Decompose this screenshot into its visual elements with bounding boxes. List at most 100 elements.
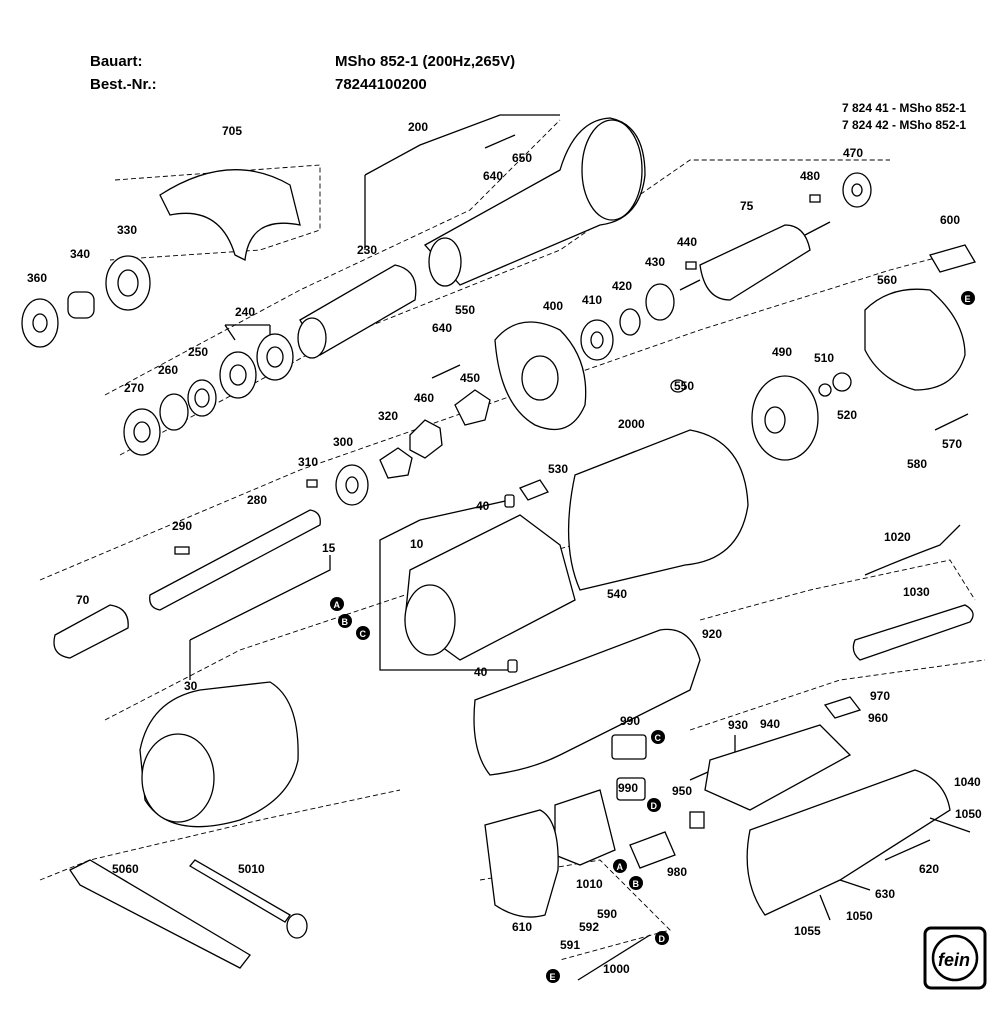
shaft-280 (149, 509, 321, 611)
part-label: 705 (222, 124, 242, 138)
part-label: 420 (612, 279, 632, 293)
part-label: 490 (772, 345, 792, 359)
block-990a (611, 734, 647, 760)
key-480 (809, 194, 821, 203)
part-label: 290 (172, 519, 192, 533)
part-label: 460 (414, 391, 434, 405)
coupling-450 (454, 389, 491, 426)
part-label: 410 (582, 293, 602, 307)
part-label: 591 (560, 938, 580, 952)
clamp-960 (823, 696, 862, 719)
part-label: 600 (940, 213, 960, 227)
part-label: 950 (672, 784, 692, 798)
svg-text:E: E (550, 972, 556, 982)
cover-2000 (567, 429, 749, 591)
part-label: 550 (674, 379, 694, 393)
screw-620 (884, 839, 931, 861)
bestnr-label: Best.-Nr.: (90, 76, 157, 93)
pad-530 (519, 479, 549, 501)
part-label: 590 (597, 907, 617, 921)
svg-text:D: D (659, 934, 666, 944)
marker-b: B (629, 876, 643, 890)
part-label: 930 (728, 718, 748, 732)
marker-c: C (651, 730, 665, 744)
part-label: 620 (919, 862, 939, 876)
part-label: 592 (579, 920, 599, 934)
plate-610 (484, 809, 559, 918)
part-label: 580 (907, 457, 927, 471)
part-label: 240 (235, 305, 255, 319)
part-label: 990 (620, 714, 640, 728)
nut-430 (645, 283, 675, 321)
part-label: 30 (184, 679, 198, 693)
part-label: 440 (677, 235, 697, 249)
screw-640b (431, 364, 461, 379)
part-label: 400 (543, 299, 563, 313)
bauart-label: Bauart: (90, 53, 143, 70)
marker-d: D (655, 931, 669, 945)
screw-570 (934, 413, 969, 431)
part-label: 250 (188, 345, 208, 359)
part-label: 75 (740, 199, 754, 213)
pad-40a (504, 494, 515, 508)
part-label: 430 (645, 255, 665, 269)
svg-text:C: C (655, 733, 662, 743)
svg-text:B: B (633, 879, 640, 889)
part-label: 5060 (112, 862, 139, 876)
part-label: 360 (27, 271, 47, 285)
armature-75 (699, 224, 811, 301)
screw-1050a (929, 817, 971, 833)
part-label: 530 (548, 462, 568, 476)
screw-550 (670, 379, 686, 393)
bauart-value: MSho 852-1 (200Hz,265V) (335, 53, 516, 70)
screw-630 (839, 879, 871, 891)
marker-e: E (961, 291, 975, 305)
part-label: 640 (432, 321, 452, 335)
plate-1010 (554, 789, 616, 866)
part-label: 970 (870, 689, 890, 703)
part-label: 280 (247, 493, 267, 507)
rod-1000 (577, 934, 651, 981)
screw-640a (484, 134, 516, 149)
part-label: 1020 (884, 530, 911, 544)
marker-b: B (338, 614, 352, 628)
model-list: 7 824 41 - MSho 852-1 7 824 42 - MSho 85… (842, 100, 966, 134)
part-label: 510 (814, 351, 834, 365)
fan-housing-560 (864, 288, 966, 391)
part-label: 2000 (618, 417, 645, 431)
fein-logo-icon: fein (923, 926, 987, 990)
washer-420 (619, 308, 641, 336)
switch-930 (704, 724, 852, 811)
part-label: 550 (455, 303, 475, 317)
part-label: 1050 (846, 909, 873, 923)
part-label: 300 (333, 435, 353, 449)
sleeve-340 (67, 291, 95, 319)
svg-text:A: A (617, 862, 624, 872)
model-line: 7 824 41 - MSho 852-1 (842, 101, 967, 115)
part-label: 310 (298, 455, 318, 469)
part-label: 610 (512, 920, 532, 934)
part-label: 940 (760, 717, 780, 731)
svg-text:E: E (965, 294, 971, 304)
part-label: 270 (124, 381, 144, 395)
part-label: 480 (800, 169, 820, 183)
part-label: 650 (512, 151, 532, 165)
part-label: 1050 (955, 807, 982, 821)
part-label: 520 (837, 408, 857, 422)
spindle-70 (53, 604, 129, 659)
marker-a: A (613, 859, 627, 873)
sleeve-1030 (852, 604, 974, 661)
part-label: 450 (460, 371, 480, 385)
handle-920 (473, 628, 701, 776)
part-label: 15 (322, 541, 336, 555)
part-label: 470 (843, 146, 863, 160)
cover-705 (159, 169, 301, 261)
key-310 (306, 479, 318, 488)
marker-c: C (356, 626, 370, 640)
svg-text:C: C (360, 629, 367, 639)
part-shapes (21, 117, 976, 981)
pin-5010 (189, 859, 291, 923)
bearing-260 (159, 393, 189, 431)
connection-markers: A B C E C D A B D E (330, 291, 975, 983)
